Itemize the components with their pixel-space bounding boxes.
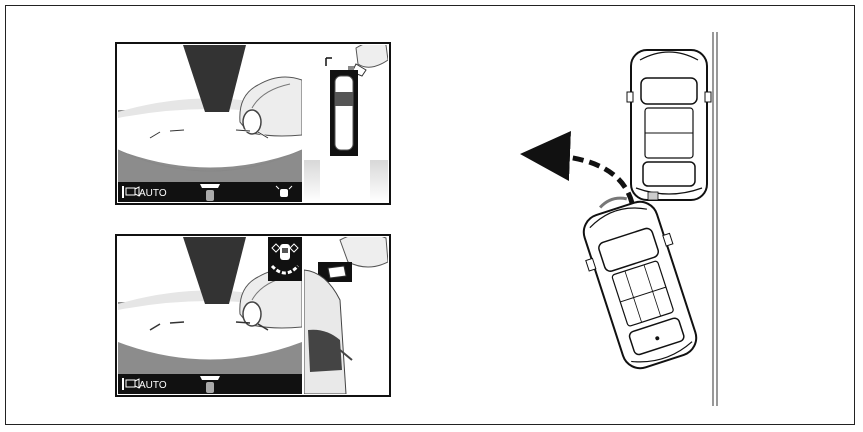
top-mode-label[interactable]: AUTO [139,188,167,199]
own-vehicle [570,186,706,375]
top-front-camera-view [118,45,302,182]
direction-arrow-icon [545,155,632,203]
top-screen: AUTO [116,42,390,204]
bottom-mode-label[interactable]: AUTO [139,380,167,391]
top-sensor-indicator-icon [276,185,292,199]
parking-illustration [545,32,717,406]
bottom-sensor-panel [268,237,302,281]
bottom-front-camera-view [118,237,302,374]
bottom-side-view [304,233,388,394]
bottom-screen: AUTO [116,233,390,396]
top-overhead-view [304,42,388,202]
parked-vehicle [627,50,711,200]
